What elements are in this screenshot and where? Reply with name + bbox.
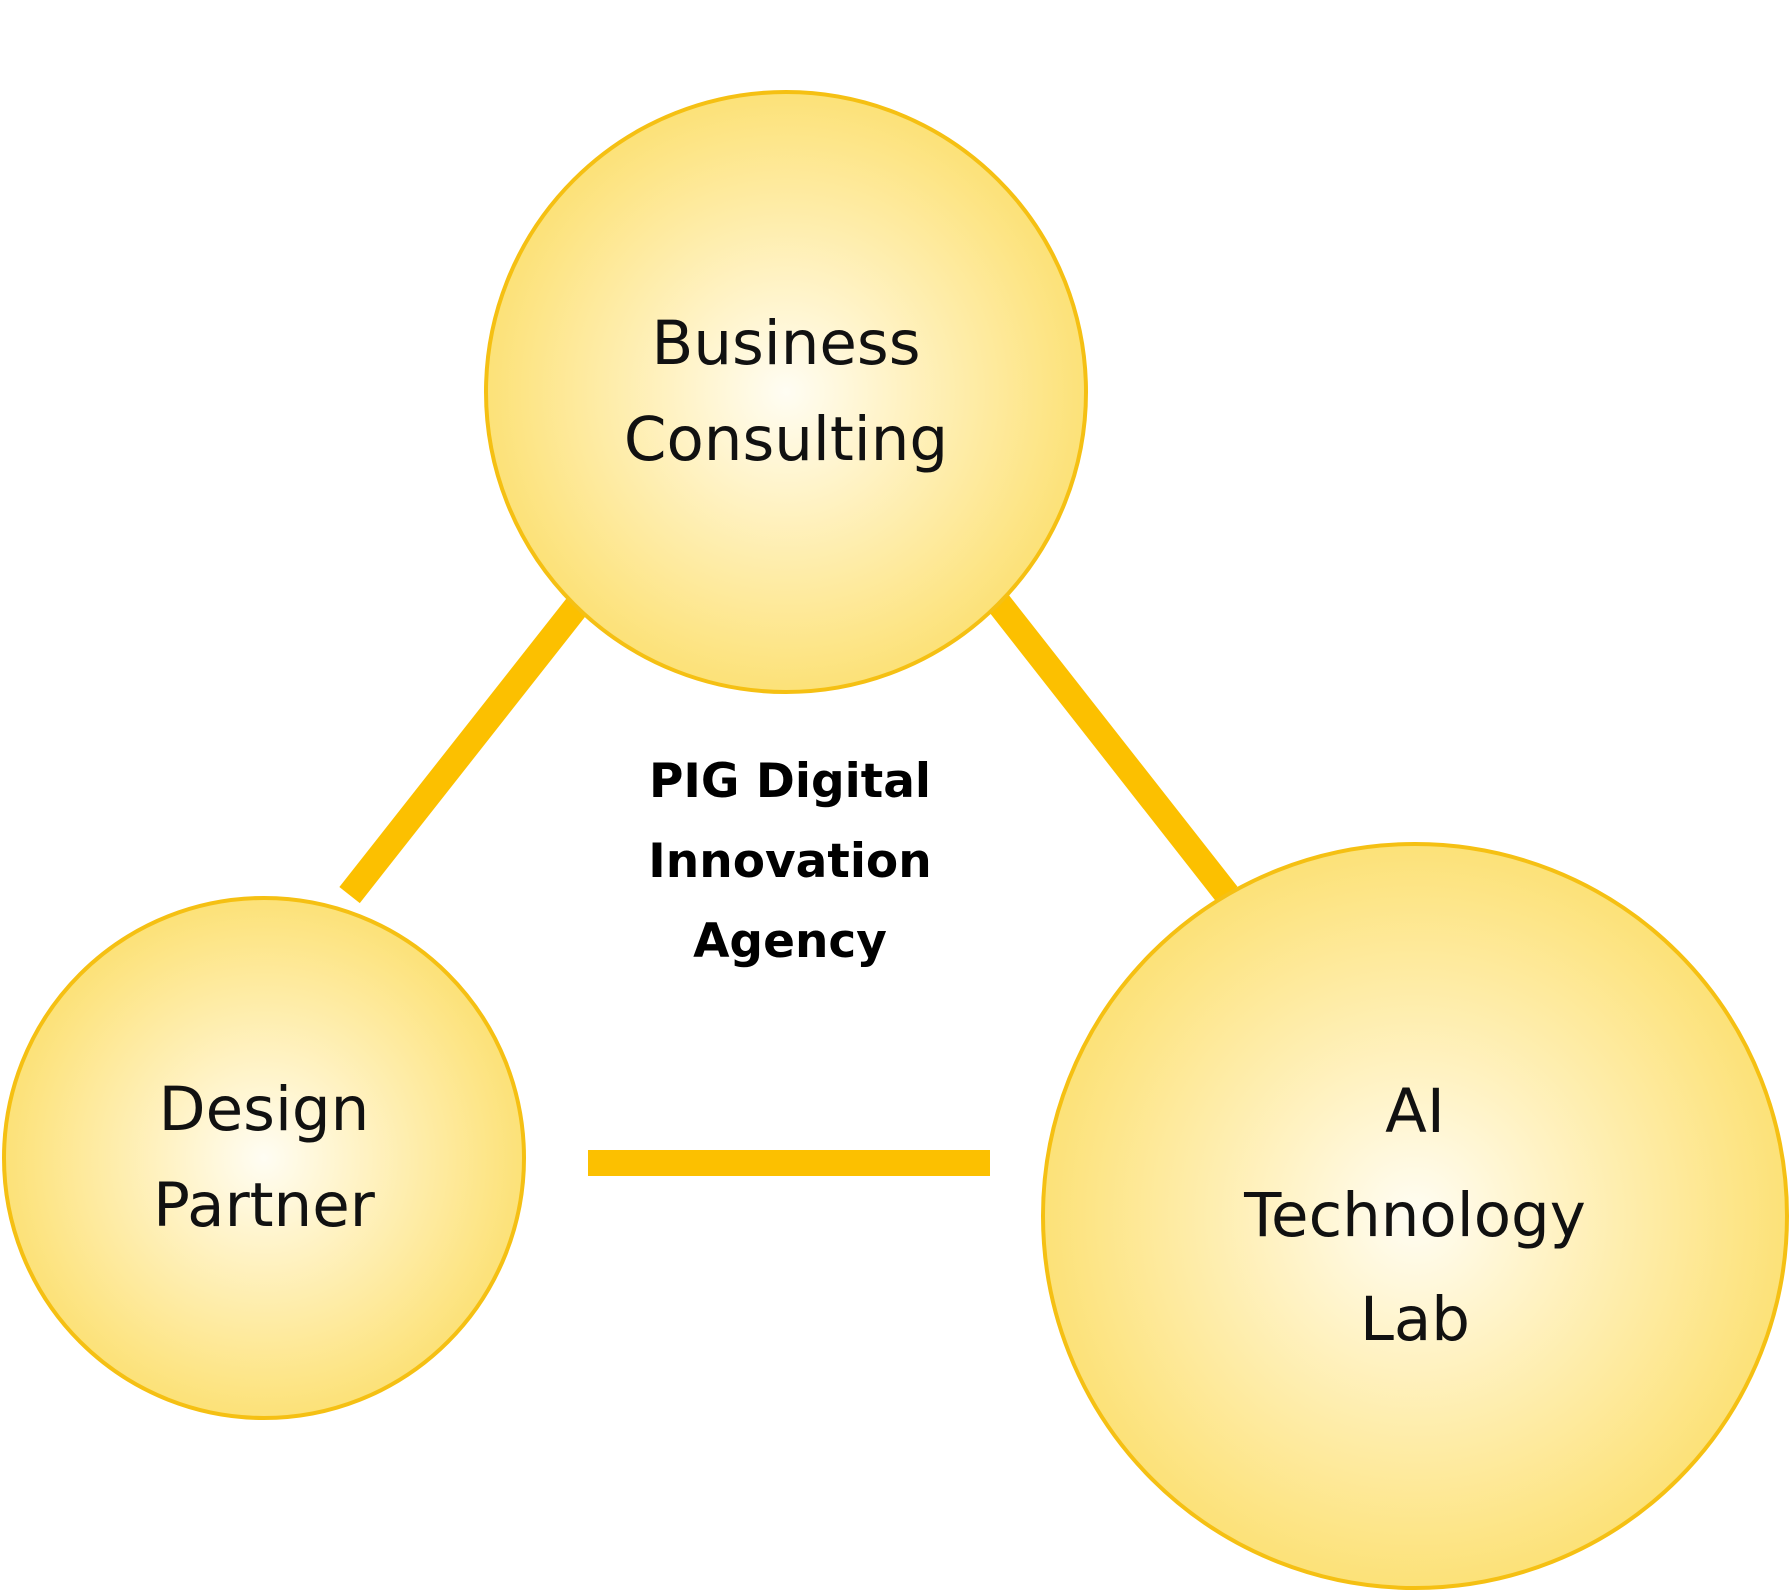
node-label-design-partner: Design Partner bbox=[153, 1074, 375, 1241]
node-business-consulting: Business Consulting bbox=[484, 90, 1088, 694]
connector-business-to-design bbox=[339, 578, 603, 904]
connector-business-to-ai bbox=[975, 578, 1238, 903]
connector-design-to-ai bbox=[588, 1150, 990, 1176]
node-design-partner: Design Partner bbox=[2, 896, 526, 1420]
center-label: PIG Digital Innovation Agency bbox=[648, 754, 932, 969]
node-label-business-consulting: Business Consulting bbox=[623, 308, 949, 475]
node-ai-technology-lab: AI Technology Lab bbox=[1041, 842, 1789, 1590]
node-label-ai-technology-lab: AI Technology Lab bbox=[1244, 1076, 1586, 1355]
